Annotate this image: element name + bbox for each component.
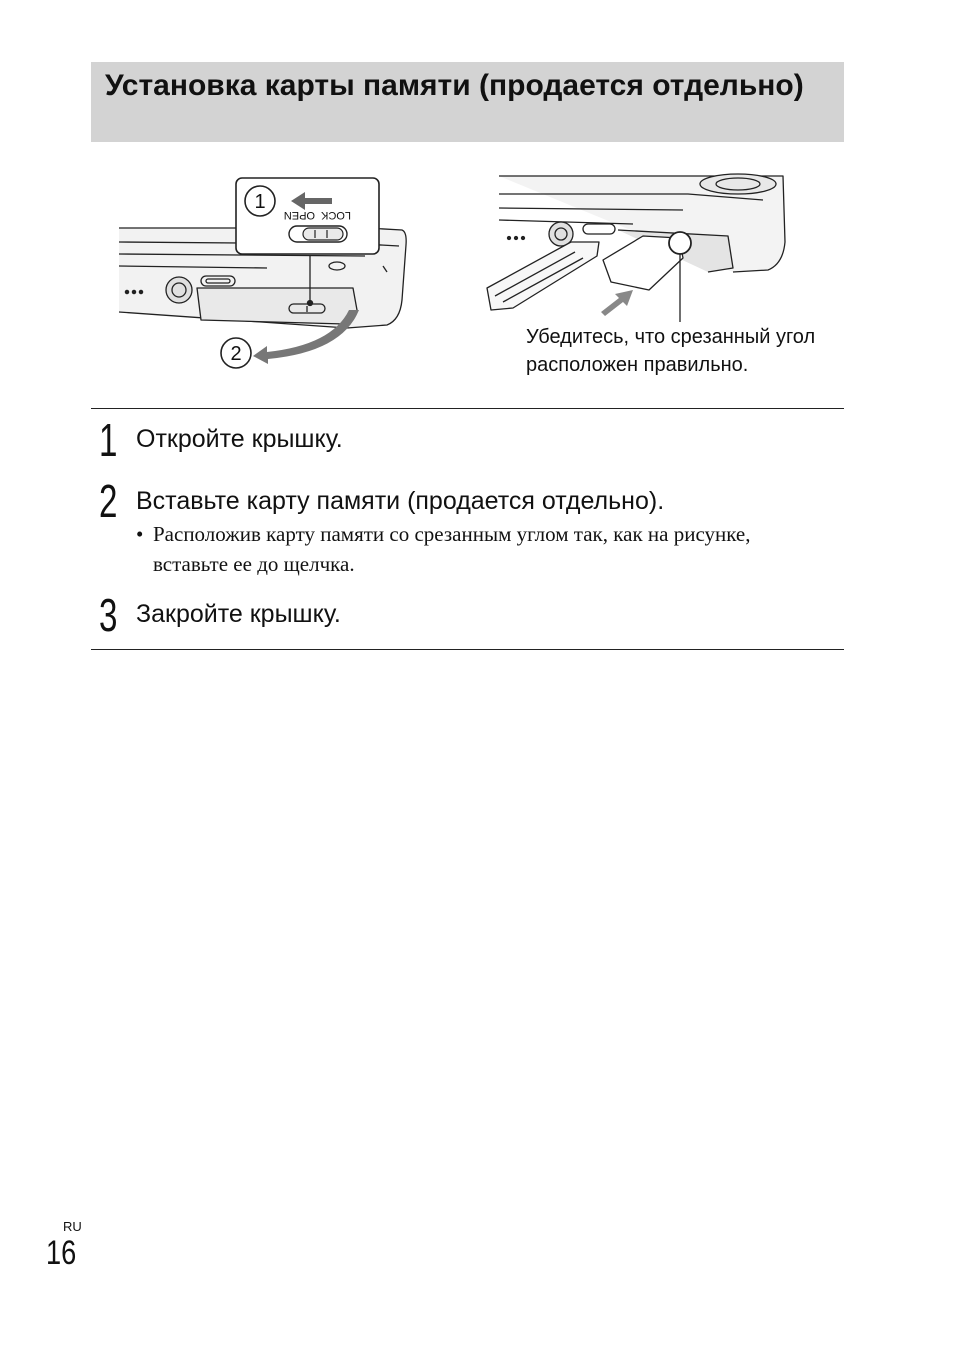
- language-code: RU: [63, 1219, 82, 1234]
- step-1-text: Откройте крышку.: [136, 425, 343, 453]
- step-2-note-text: Расположив карту памяти со срезанным угл…: [153, 522, 751, 576]
- step-3-text: Закройте крышку.: [136, 600, 341, 628]
- lock-label: LOCK: [320, 209, 351, 221]
- divider-top: [91, 408, 844, 409]
- open-label: OPEN: [284, 209, 315, 221]
- step-1-number: 1: [99, 414, 118, 466]
- figure-caption: Убедитесь, что срезанный угол расположен…: [526, 326, 816, 376]
- section-title-bar: Установка карты памяти (продается отдель…: [91, 62, 844, 142]
- illustration-insert-card: [486, 173, 786, 322]
- callout-1-label: 1: [254, 191, 265, 213]
- page-number: 16: [46, 1234, 77, 1272]
- section-title: Установка карты памяти (продается отдель…: [105, 69, 804, 102]
- illustration-open-cover: 1 LOCK OPEN 2: [118, 177, 407, 369]
- callout-2-label: 2: [230, 343, 241, 365]
- step-2-number: 2: [99, 475, 118, 527]
- step-2-text: Вставьте карту памяти (продается отдельн…: [136, 487, 665, 515]
- step-3-number: 3: [99, 589, 118, 641]
- step-2-note: • Расположив карту памяти со срезанным у…: [136, 519, 826, 579]
- divider-bottom: [91, 649, 844, 650]
- bullet-mark: •: [136, 522, 144, 546]
